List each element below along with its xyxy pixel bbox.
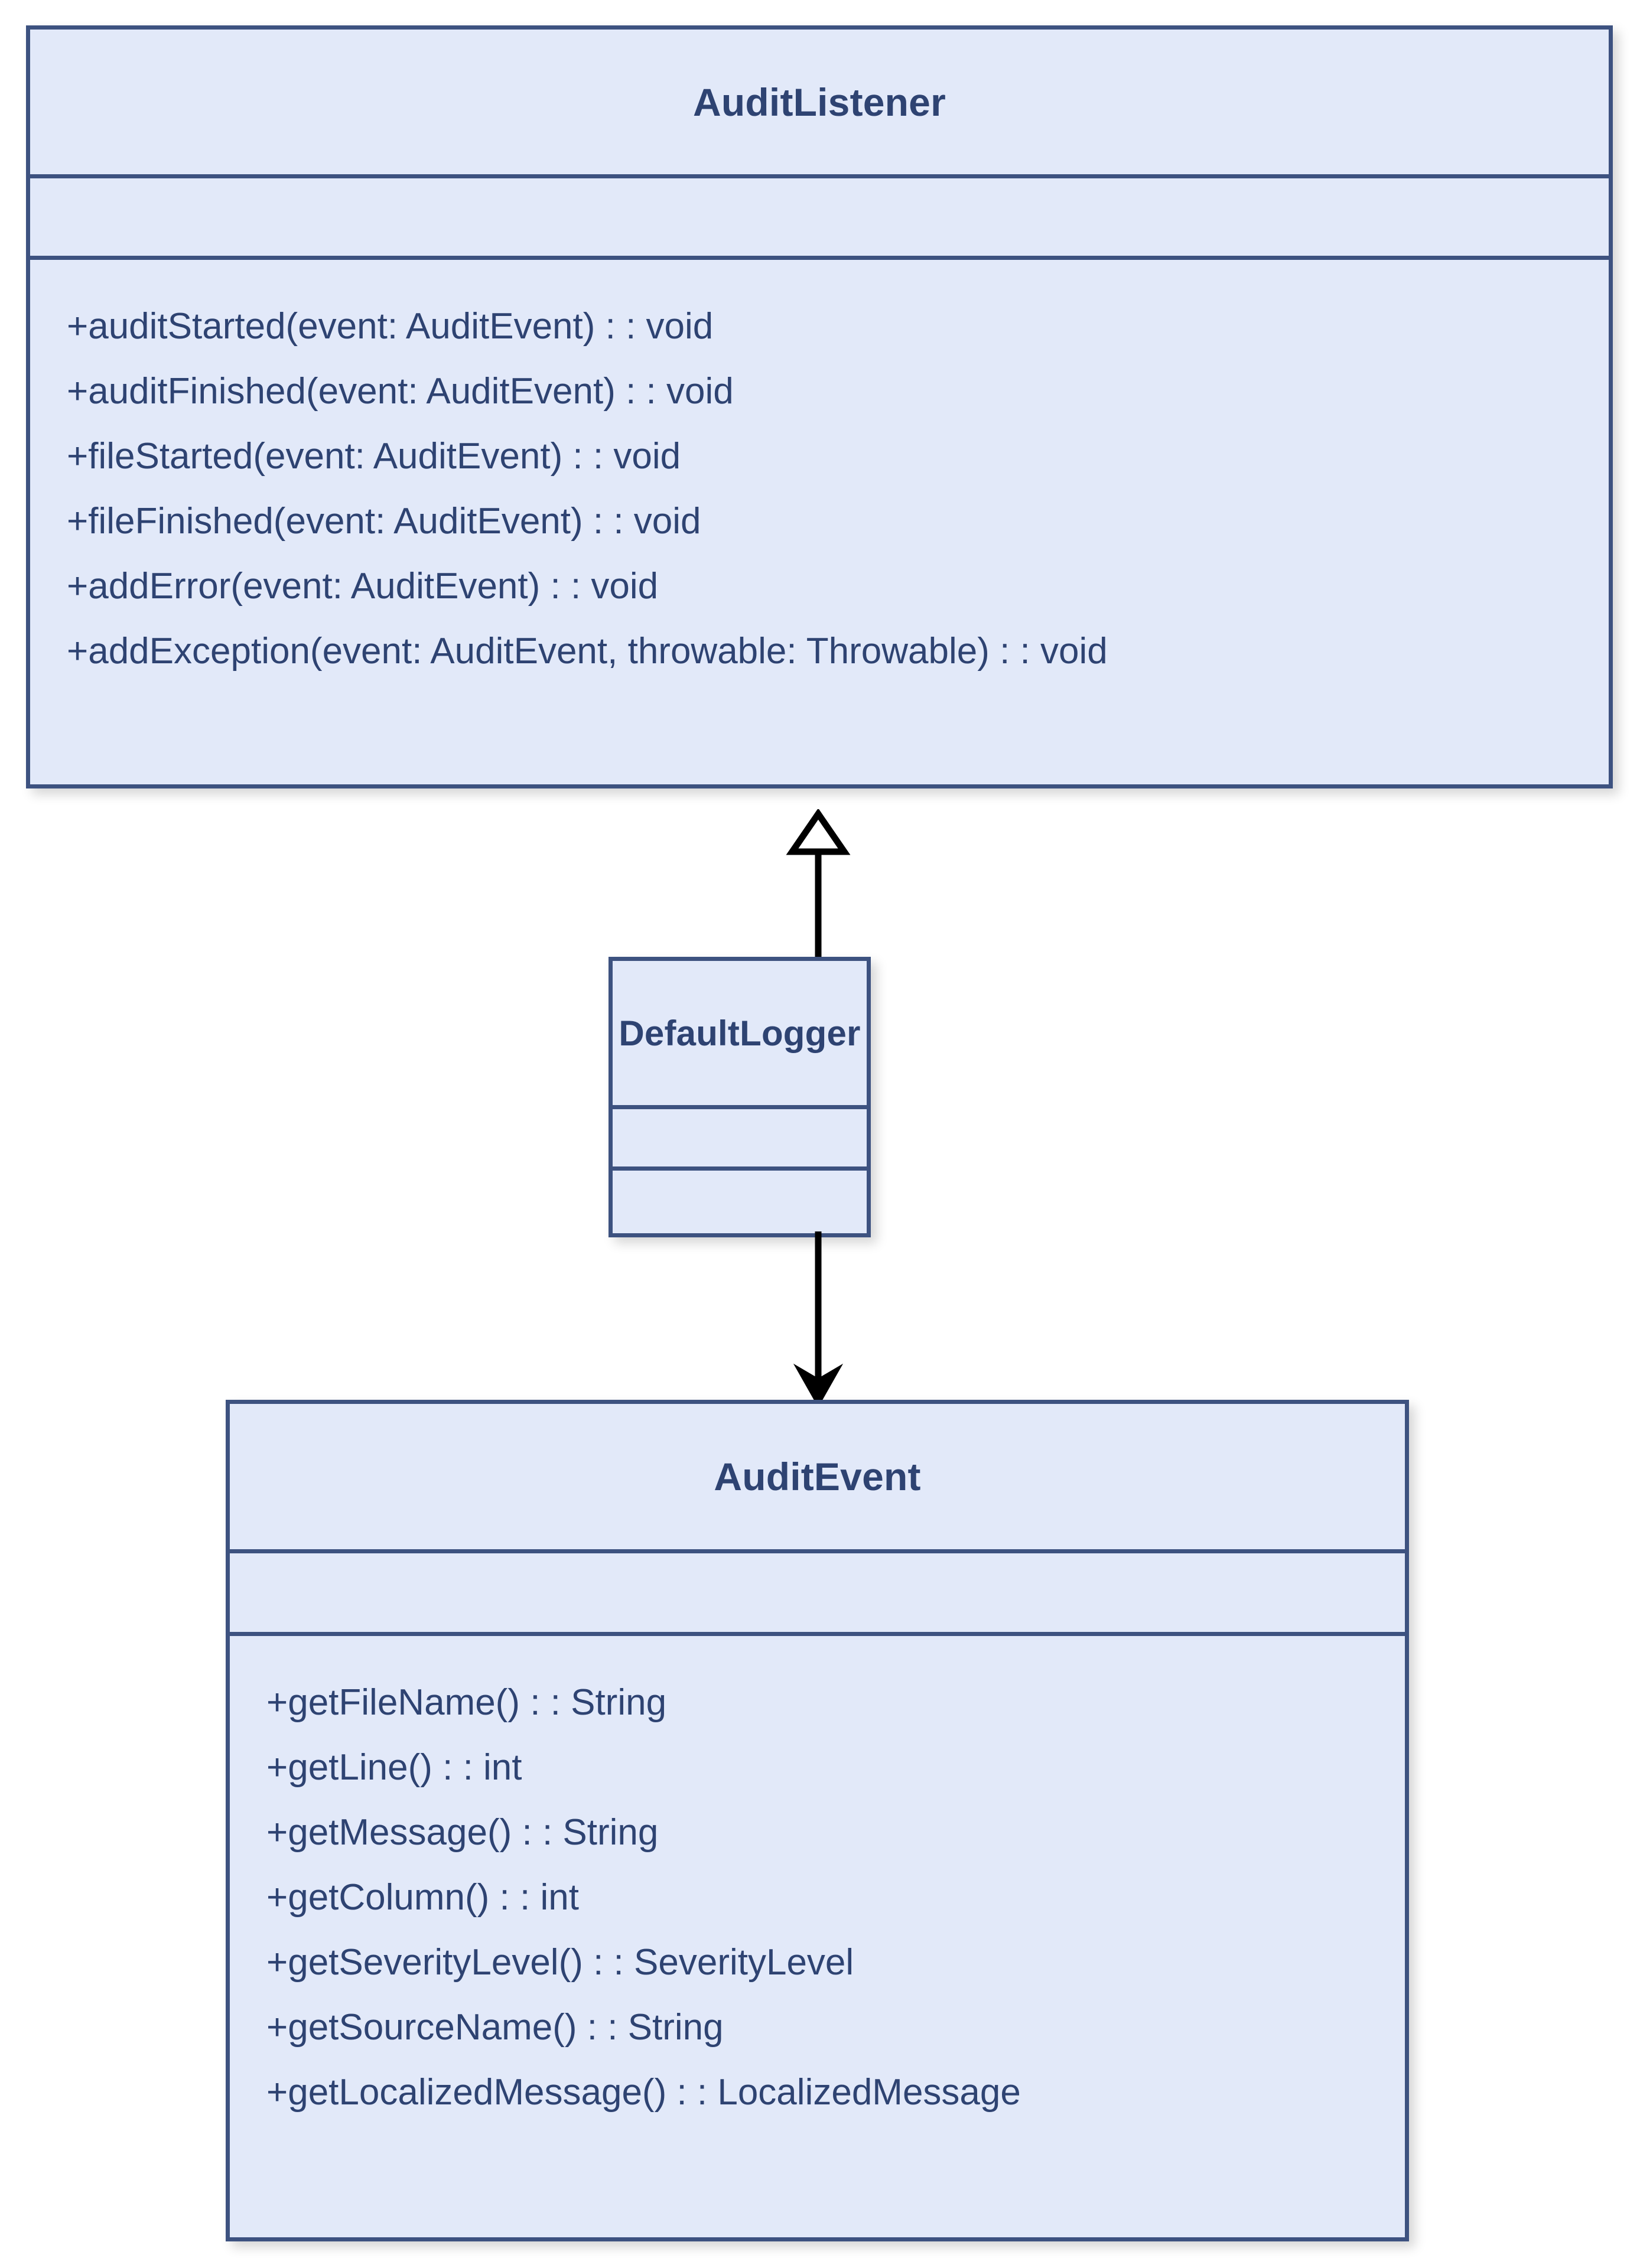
uml-divider-attrs-ops <box>613 1166 867 1171</box>
uml-operation: +getColumn() : : int <box>266 1877 579 1918</box>
uml-divider-attrs-ops <box>30 256 1609 260</box>
uml-divider-attrs-ops <box>230 1632 1405 1636</box>
uml-divider-title-attrs <box>230 1549 1405 1553</box>
uml-class-name-defaultlogger: DefaultLogger <box>619 1013 861 1053</box>
uml-operation: +fileFinished(event: AuditEvent) : : voi… <box>67 501 701 542</box>
uml-class-auditevent[interactable]: AuditEvent +getFileName() : : String +ge… <box>226 1400 1409 2241</box>
uml-attributes-compartment-auditlistener <box>30 178 1609 256</box>
uml-operation: +auditStarted(event: AuditEvent) : : voi… <box>67 306 714 347</box>
uml-operation: +getSourceName() : : String <box>266 2007 724 2048</box>
uml-attributes-compartment-auditevent <box>230 1553 1405 1632</box>
uml-attributes-compartment-defaultlogger <box>613 1109 867 1166</box>
uml-operation: +getMessage() : : String <box>266 1812 659 1853</box>
uml-class-title-row: AuditListener <box>30 30 1609 174</box>
solid-arrowhead-icon <box>793 1363 844 1408</box>
connector-generalization-defaultlogger-to-auditlistener <box>786 809 851 960</box>
uml-class-name-auditevent: AuditEvent <box>714 1455 921 1498</box>
uml-divider-title-attrs <box>613 1105 867 1109</box>
uml-operation: +getSeverityLevel() : : SeverityLevel <box>266 1942 854 1983</box>
uml-class-title-row: DefaultLogger <box>613 961 867 1105</box>
uml-operation: +addError(event: AuditEvent) : : void <box>67 566 659 607</box>
uml-divider-title-attrs <box>30 174 1609 178</box>
uml-operation: +auditFinished(event: AuditEvent) : : vo… <box>67 371 734 412</box>
connector-association-defaultlogger-to-auditevent <box>793 1231 844 1408</box>
uml-class-auditlistener[interactable]: AuditListener +auditStarted(event: Audit… <box>26 25 1613 788</box>
uml-operations-compartment-auditlistener: +auditStarted(event: AuditEvent) : : voi… <box>30 260 1609 784</box>
uml-operation: +addException(event: AuditEvent, throwab… <box>67 631 1108 672</box>
uml-operation: +getLocalizedMessage() : : LocalizedMess… <box>266 2072 1021 2113</box>
uml-operation: +getFileName() : : String <box>266 1682 667 1723</box>
uml-operation: +getLine() : : int <box>266 1747 522 1788</box>
uml-operation: +fileStarted(event: AuditEvent) : : void <box>67 436 681 477</box>
uml-operations-compartment-auditevent: +getFileName() : : String +getLine() : :… <box>230 1636 1405 2237</box>
uml-class-name-auditlistener: AuditListener <box>693 80 946 124</box>
uml-class-defaultlogger[interactable]: DefaultLogger <box>609 957 871 1237</box>
uml-operations-compartment-defaultlogger <box>613 1171 867 1233</box>
hollow-triangle-arrowhead-icon <box>786 809 851 855</box>
uml-class-title-row: AuditEvent <box>230 1404 1405 1549</box>
